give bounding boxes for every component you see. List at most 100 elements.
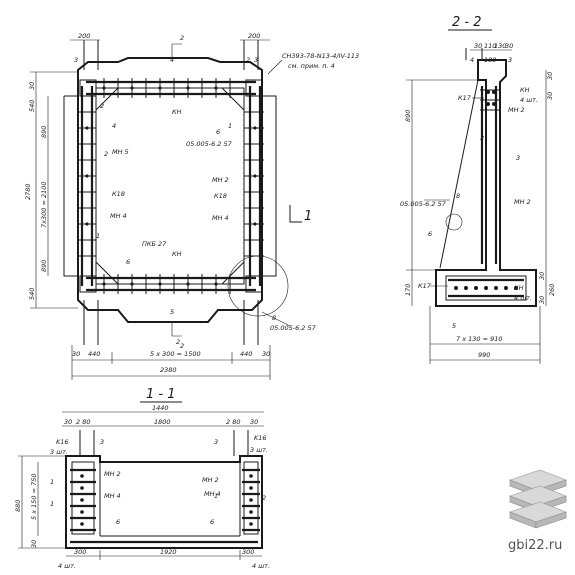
sec22-leader: 4 шт.	[520, 96, 538, 104]
sec11-label: 3 шт.	[50, 448, 68, 456]
section-2-2: 2 - 2 30 110 130 30 180 4 3 8 6 3	[400, 15, 556, 364]
sec11-label: 1	[50, 478, 54, 486]
plan-leader: МН 5	[112, 148, 129, 156]
plan-leader: 05.005-6.2 57	[186, 140, 233, 148]
plan-section-mark: 2	[180, 34, 184, 42]
plan-note-top-2: см. прим. п. 4	[288, 62, 335, 70]
plan-left-dims: 540 890 2780 7x300 = 2100 890 540 30	[24, 71, 78, 309]
rebar-dots	[85, 86, 257, 286]
sec22-dim-right: 30	[546, 92, 554, 100]
plan-label: 3	[74, 56, 78, 64]
sec22-leader: К17	[418, 282, 432, 290]
plan-leader: МН 4	[212, 214, 229, 222]
plan-label: 4	[112, 122, 116, 130]
plan-label: 2	[100, 102, 104, 110]
plan-leader: КН	[172, 250, 182, 258]
sec11-dim-left: 880	[14, 500, 22, 512]
sec22-label: 8	[456, 192, 460, 200]
plan-dim-left: 30	[28, 82, 36, 90]
plan-dim-bottom: 30	[262, 350, 270, 358]
sec22-dim-right: 30	[538, 296, 546, 304]
sec11-label: K16	[254, 434, 267, 442]
sec11-dim-top: 30	[250, 418, 258, 426]
sec22-dim-top: 180	[484, 56, 496, 64]
sec22-dim-right: 30	[546, 72, 554, 80]
plan-leader: МН 2	[212, 176, 229, 184]
sec22-dots	[454, 90, 518, 290]
sec22-label: 2	[480, 134, 484, 142]
plan-leader: К18	[214, 192, 227, 200]
watermark-text: gbi22.ru	[508, 538, 562, 553]
sec22-leader: 05.005-6.2 57	[400, 200, 447, 208]
sec22-label: 3	[508, 56, 512, 64]
plan-label: 2	[176, 338, 180, 346]
section-2-2-title: 2 - 2	[452, 15, 482, 30]
sec11-dots	[80, 474, 253, 526]
sec11-bottom-label: 4 шт.	[58, 562, 76, 570]
sec22-dim-left: 170	[404, 284, 412, 296]
watermark-logo: gbi22.ru	[508, 469, 567, 553]
sec22-dim-top: 30	[505, 42, 513, 50]
plan-dim-top-right: 200	[248, 32, 260, 40]
sec22-leader: МН 2	[508, 106, 525, 114]
plan-dim-left: 890	[40, 260, 48, 272]
sec11-label: 3	[100, 438, 104, 446]
sec11-dim-left: 5 x 150 = 750	[30, 473, 38, 520]
plan-dim-left: 540	[28, 288, 36, 300]
sec11-dim-top: 2 80	[76, 418, 90, 426]
sec22-dim-right: 260	[548, 284, 556, 296]
sec22-dim-left: 890	[404, 110, 412, 122]
sec22-label: 6	[428, 230, 432, 238]
plan-label: 2	[246, 56, 250, 64]
sec22-label: 4	[470, 56, 474, 64]
plan-label: 5	[170, 308, 174, 316]
sec11-dim-top: 1800	[154, 418, 171, 426]
sec11-leader: МН 4	[204, 490, 221, 498]
plan-leader: МН 4	[110, 212, 127, 220]
plan-dim-left: 2780	[24, 183, 32, 200]
plan-dim-left: 890	[40, 126, 48, 138]
plan-label: 6	[126, 258, 130, 266]
plan-section-mark: 2	[180, 342, 184, 350]
section-1-1-title: 1 - 1	[146, 387, 176, 402]
sec11-label: 6	[210, 518, 214, 526]
plan-dim-bottom: 30	[72, 350, 80, 358]
plan-label: 1	[96, 232, 100, 240]
sec11-label: 3	[214, 438, 218, 446]
sec22-dim-right: 30	[538, 272, 546, 280]
stack-icon	[509, 469, 567, 529]
sec11-dim-bottom: 1920	[160, 548, 177, 556]
plan-leader: К18	[112, 190, 125, 198]
sec11-label: K16	[56, 438, 69, 446]
plan-note-top: СН393-78-N13-4/IV-113	[282, 52, 359, 60]
sec11-label: 2	[262, 494, 266, 502]
sec22-dim-top: 130	[494, 42, 506, 50]
sec11-label: 1	[214, 492, 218, 500]
sec22-leader: 4 шт.	[514, 294, 532, 302]
plan-leader: 05.005-6.2 57	[270, 324, 317, 332]
sec11-label: 1	[50, 500, 54, 508]
section-1-1: 1 - 1 1440 30 2 80 1800 2 80 30	[14, 387, 270, 570]
sec22-leader: К17	[458, 94, 472, 102]
sec11-label: 3 шт.	[250, 446, 268, 454]
plan-dim-bottom: 440	[240, 350, 252, 358]
plan-top-dims: 200 200	[70, 32, 270, 41]
sec11-dim-top: 2 80	[226, 418, 240, 426]
plan-label: 2	[104, 150, 108, 158]
sec22-leader: КН	[514, 284, 524, 292]
plan-dim-bottom: 440	[88, 350, 100, 358]
plan-dim-left: 7x300 = 2100	[40, 181, 48, 228]
plan-bottom-dims: 30 440 5 x 300 = 1500 440 30 2380	[71, 345, 271, 380]
sec22-dim-top: 30	[474, 42, 482, 50]
plan-label: 4	[170, 56, 174, 64]
sec22-label: 3	[516, 154, 520, 162]
plan-leader: КН	[172, 108, 182, 116]
plan-label: 6	[216, 128, 220, 136]
sec22-leader: КН	[520, 86, 530, 94]
plan-view: 200 200 3 4 2 3 2 4 6 1 2 1 5 2 6 2 2 1 …	[24, 32, 359, 380]
sec11-dim-top: 30	[64, 418, 72, 426]
sec11-label: 6	[116, 518, 120, 526]
sec11-dim-bottom: 300	[74, 548, 86, 556]
sec22-leader: МН 2	[514, 198, 531, 206]
sec22-dim-bottom: 990	[478, 351, 490, 359]
